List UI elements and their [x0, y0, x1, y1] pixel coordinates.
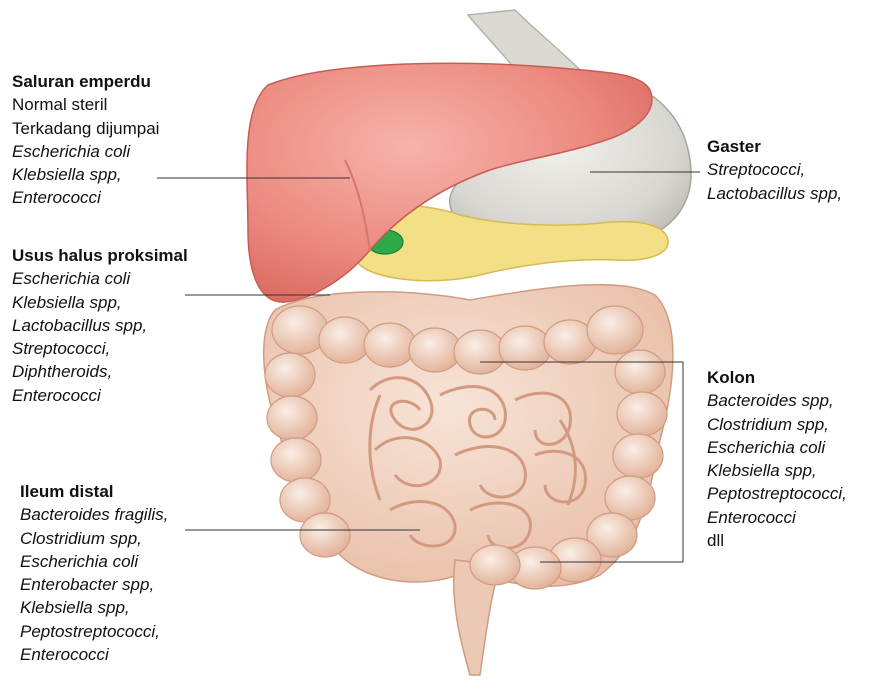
- label-usus-halus-proksimal: Usus halus proksimal Escherichia coli Kl…: [12, 244, 188, 407]
- label-title: Kolon: [707, 366, 847, 389]
- label-title: Gaster: [707, 135, 842, 158]
- label-kolon: Kolon Bacteroides spp, Clostridium spp, …: [707, 366, 847, 552]
- label-line: Enterococci: [20, 643, 168, 666]
- label-line: Escherichia coli: [707, 436, 847, 459]
- label-line: Klebsiella spp,: [12, 163, 159, 186]
- label-line: Enterococci: [12, 384, 188, 407]
- label-line: Peptostreptococci,: [707, 482, 847, 505]
- label-saluran-emperdu: Saluran emperdu Normal steril Terkadang …: [12, 70, 159, 210]
- label-line: Enterobacter spp,: [20, 573, 168, 596]
- label-line: Escherichia coli: [20, 550, 168, 573]
- label-line: Bacteroides spp,: [707, 389, 847, 412]
- label-line: Klebsiella spp,: [12, 291, 188, 314]
- label-title: Saluran emperdu: [12, 70, 159, 93]
- label-line: Streptococci,: [707, 158, 842, 181]
- label-line: Escherichia coli: [12, 140, 159, 163]
- label-line: Enterococci: [707, 506, 847, 529]
- label-line: Streptococci,: [12, 337, 188, 360]
- label-line: Clostridium spp,: [20, 527, 168, 550]
- label-line: Terkadang dijumpai: [12, 117, 159, 140]
- label-line: Peptostreptococci,: [20, 620, 168, 643]
- label-line: Normal steril: [12, 93, 159, 116]
- label-ileum-distal: Ileum distal Bacteroides fragilis, Clost…: [20, 480, 168, 666]
- label-line: dll: [707, 529, 847, 552]
- label-line: Enterococci: [12, 186, 159, 209]
- label-title: Ileum distal: [20, 480, 168, 503]
- label-gaster: Gaster Streptococci, Lactobacillus spp,: [707, 135, 842, 205]
- label-line: Diphtheroids,: [12, 360, 188, 383]
- label-line: Clostridium spp,: [707, 413, 847, 436]
- label-line: Lactobacillus spp,: [707, 182, 842, 205]
- label-line: Escherichia coli: [12, 267, 188, 290]
- label-line: Bacteroides fragilis,: [20, 503, 168, 526]
- label-line: Lactobacillus spp,: [12, 314, 188, 337]
- label-line: Klebsiella spp,: [20, 596, 168, 619]
- label-title: Usus halus proksimal: [12, 244, 188, 267]
- label-line: Klebsiella spp,: [707, 459, 847, 482]
